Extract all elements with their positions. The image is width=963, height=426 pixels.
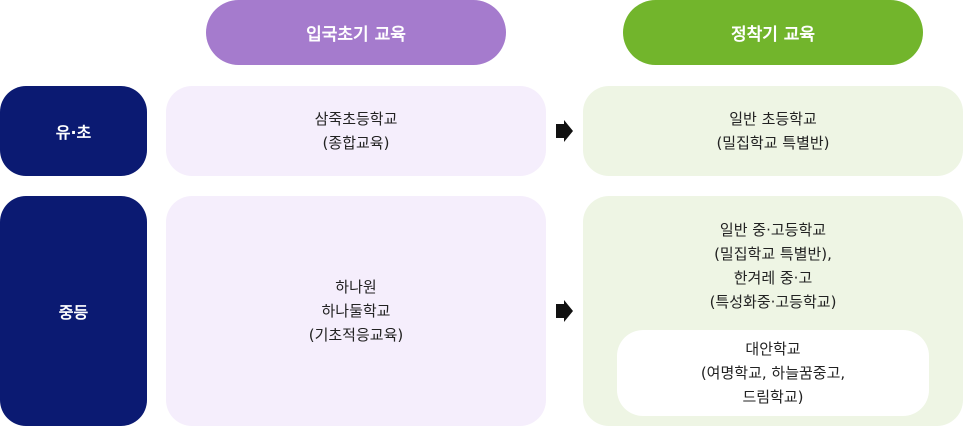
level-elementary-label: 유·초 [55,123,92,142]
alternative-school-line: 드림학교) [742,388,804,406]
settlement-education-header: 정착기 교육 [623,0,923,65]
regular-secondary-schools: 일반 중·고등학교 (밀집학교 특별반), 한겨레 중·고 (특성화중·고등학교… [583,216,963,316]
initial-elementary-line: 삼죽초등학교 [314,110,398,128]
settlement-secondary-box: 일반 중·고등학교 (밀집학교 특별반), 한겨레 중·고 (특성화중·고등학교… [583,196,963,426]
settlement-secondary-line: 한겨레 중·고 [733,269,813,287]
right-arrow-icon [556,120,573,142]
settlement-elementary-box: 일반 초등학교 (밀집학교 특별반) [583,86,963,176]
initial-education-header-label: 입국초기 교육 [306,25,406,45]
settlement-elementary-line: 일반 초등학교 [729,110,817,128]
initial-elementary-line: (종합교육) [322,134,390,152]
alternative-school-box: 대안학교 (여명학교, 하늘꿈중고, 드림학교) [617,330,929,416]
settlement-education-header-label: 정착기 교육 [730,25,816,45]
settlement-secondary-line: 일반 중·고등학교 [719,221,827,239]
initial-secondary-line: (기초적응교육) [308,326,404,344]
settlement-elementary-line: (밀집학교 특별반) [716,134,830,152]
initial-secondary-line: 하나원 [335,278,377,296]
alternative-school-line: 대안학교 [745,340,801,358]
level-secondary: 중등 [0,196,147,426]
level-secondary-label: 중등 [58,303,89,322]
initial-education-header: 입국초기 교육 [206,0,506,65]
settlement-secondary-line: (특성화중·고등학교) [709,293,837,311]
alternative-school-line: (여명학교, 하늘꿈중고, [700,364,846,382]
initial-elementary-box: 삼죽초등학교 (종합교육) [166,86,546,176]
initial-secondary-box: 하나원 하나둘학교 (기초적응교육) [166,196,546,426]
settlement-secondary-line: (밀집학교 특별반), [714,245,832,263]
right-arrow-icon [556,300,573,322]
initial-secondary-line: 하나둘학교 [321,302,391,320]
level-elementary: 유·초 [0,86,147,176]
